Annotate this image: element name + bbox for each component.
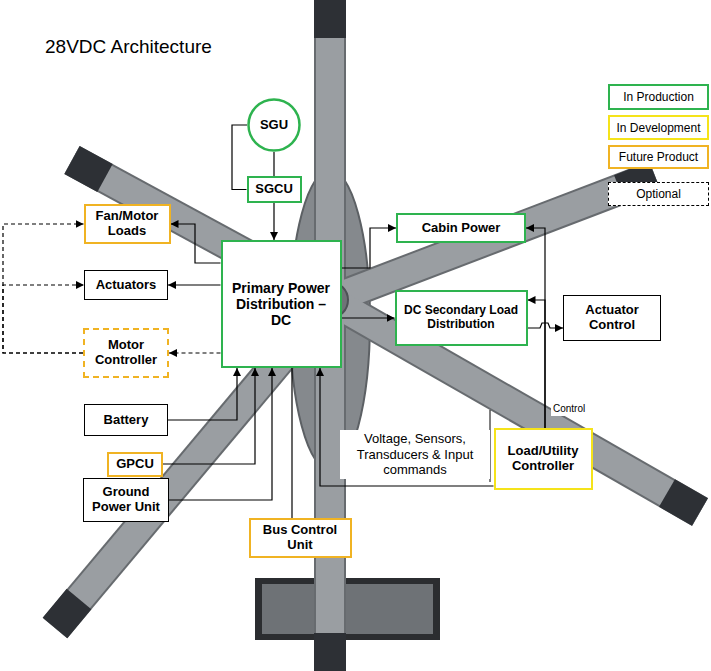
node-text: Motor Controller <box>90 338 162 368</box>
legend-swatch: In Production <box>608 84 709 110</box>
node-text: GPCU <box>116 457 154 472</box>
power-connector <box>273 152 274 176</box>
node-text: Actuator Control <box>569 303 655 333</box>
blade-tip <box>314 633 346 671</box>
node-text: SGU <box>260 118 288 133</box>
legend-swatch: Optional <box>608 182 709 206</box>
power-connector <box>273 203 274 240</box>
circle-shape <box>249 100 300 151</box>
node-text: Fan/Motor Loads <box>91 209 164 239</box>
blade-tip <box>667 493 700 512</box>
controller-box: Motor Controller <box>83 328 169 378</box>
power-box: Cabin Power <box>396 213 526 243</box>
power-connector <box>528 323 564 328</box>
power-connector <box>171 224 221 263</box>
node-text: Ground Power Unit <box>89 485 163 515</box>
legend-text: Future Product <box>619 150 698 164</box>
controller-box: Load/Utility Controller <box>494 428 593 490</box>
power-connector <box>163 368 255 464</box>
node-text: SGCU <box>255 182 293 197</box>
node-text: Cabin Power <box>422 221 501 236</box>
generator-circle: SGU <box>247 98 301 152</box>
node-text: Load/Utility Controller <box>501 444 586 474</box>
control-unit-box: SGCU <box>247 176 302 203</box>
rotor-blades <box>55 0 700 671</box>
legend-text: In Development <box>616 121 700 135</box>
power-connector <box>168 284 221 285</box>
actuator-box: Actuators <box>84 270 168 300</box>
power-connector <box>320 368 494 486</box>
control-box: Actuator Control <box>563 295 661 341</box>
signal-label: Control <box>551 402 587 416</box>
node-text: Primary Power Distribution – DC <box>228 280 335 328</box>
optional-connector <box>3 285 84 353</box>
legend-text: In Production <box>623 90 694 104</box>
node-text: Actuators <box>96 278 157 293</box>
tail-stabilizer <box>255 578 440 640</box>
legend-swatch: Future Product <box>608 145 709 169</box>
optional-connector <box>169 352 221 353</box>
node-text: DC Secondary Load Distribution <box>402 304 521 332</box>
power-connector <box>528 300 546 428</box>
power-connector <box>291 368 292 518</box>
input-note: Voltage, Sensors, Transducers & Input co… <box>340 430 490 479</box>
power-connector <box>168 368 237 420</box>
blade <box>330 176 655 300</box>
battery-box: Battery <box>84 404 168 436</box>
legend-swatch: In Development <box>608 115 709 140</box>
load-box: Fan/Motor Loads <box>84 204 171 244</box>
power-connector <box>342 228 397 268</box>
node-text: Battery <box>104 413 149 428</box>
blade-tip <box>55 599 79 628</box>
distribution-box: DC Secondary Load Distribution <box>395 290 528 346</box>
power-unit-box: Ground Power Unit <box>83 478 169 522</box>
distribution-box: Primary Power Distribution – DC <box>221 240 342 368</box>
control-unit-box: Bus Control Unit <box>249 518 352 558</box>
legend-text: Optional <box>636 187 681 201</box>
blade-tip <box>72 160 105 178</box>
blade-tip <box>314 0 346 38</box>
power-connector <box>232 125 247 190</box>
control-unit-box: GPCU <box>107 452 163 477</box>
optional-connector <box>3 224 84 353</box>
power-connector <box>169 368 272 500</box>
power-connector <box>342 317 395 318</box>
node-text: Bus Control Unit <box>256 523 345 553</box>
blade-edge <box>330 176 655 300</box>
tail-stabilizer-panel <box>262 584 433 634</box>
diagram-title: 28VDC Architecture <box>45 36 212 58</box>
